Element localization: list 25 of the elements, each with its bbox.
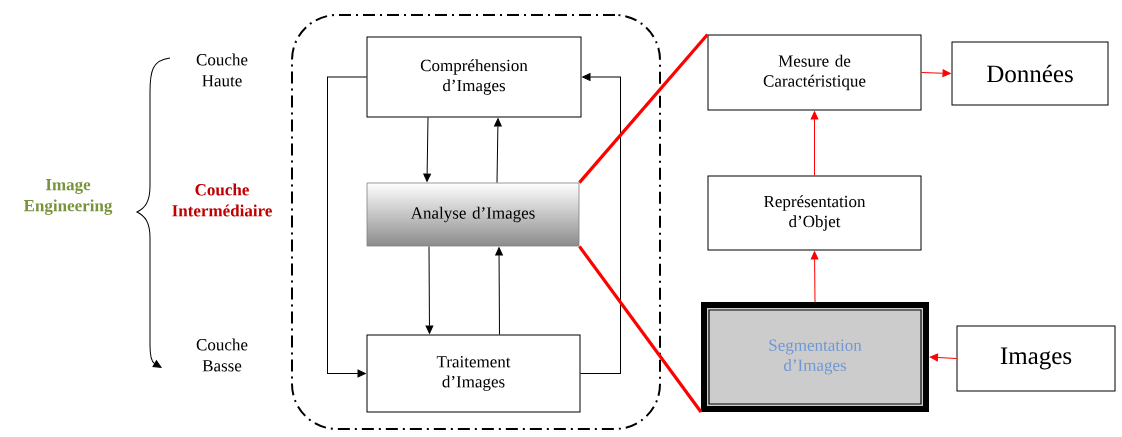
- process-box: Segmentation d’Images: [701, 302, 929, 412]
- process-box: Analyse d’Images: [366, 182, 580, 247]
- process-box: Mesure de Caractéristique: [707, 34, 922, 111]
- layer-label: Couche Basse: [196, 338, 248, 372]
- process-box: Compréhension d’Images: [366, 36, 582, 118]
- data-box: Images: [956, 325, 1116, 392]
- layer-label: Couche Intermédiaire: [172, 183, 272, 217]
- arrow: [810, 251, 819, 303]
- connector-line: [578, 245, 703, 413]
- process-box: Représentation d’Objet: [707, 175, 922, 251]
- connector-line: [578, 33, 709, 184]
- arrow: [580, 73, 621, 374]
- arrow: [327, 76, 367, 378]
- arrow: [929, 353, 957, 362]
- dashed-group-frame: [291, 14, 661, 430]
- arrow: [494, 118, 502, 184]
- arrow: [495, 247, 503, 335]
- arrow: [921, 69, 951, 78]
- arrow: [425, 245, 434, 334]
- arrow: [810, 111, 819, 176]
- data-box: Données: [951, 41, 1109, 106]
- diagram-label: Image Engineering: [23, 179, 113, 215]
- layer-label: Couche Haute: [196, 53, 248, 87]
- process-box: Traitement d’Images: [366, 334, 581, 413]
- arrow: [423, 117, 431, 182]
